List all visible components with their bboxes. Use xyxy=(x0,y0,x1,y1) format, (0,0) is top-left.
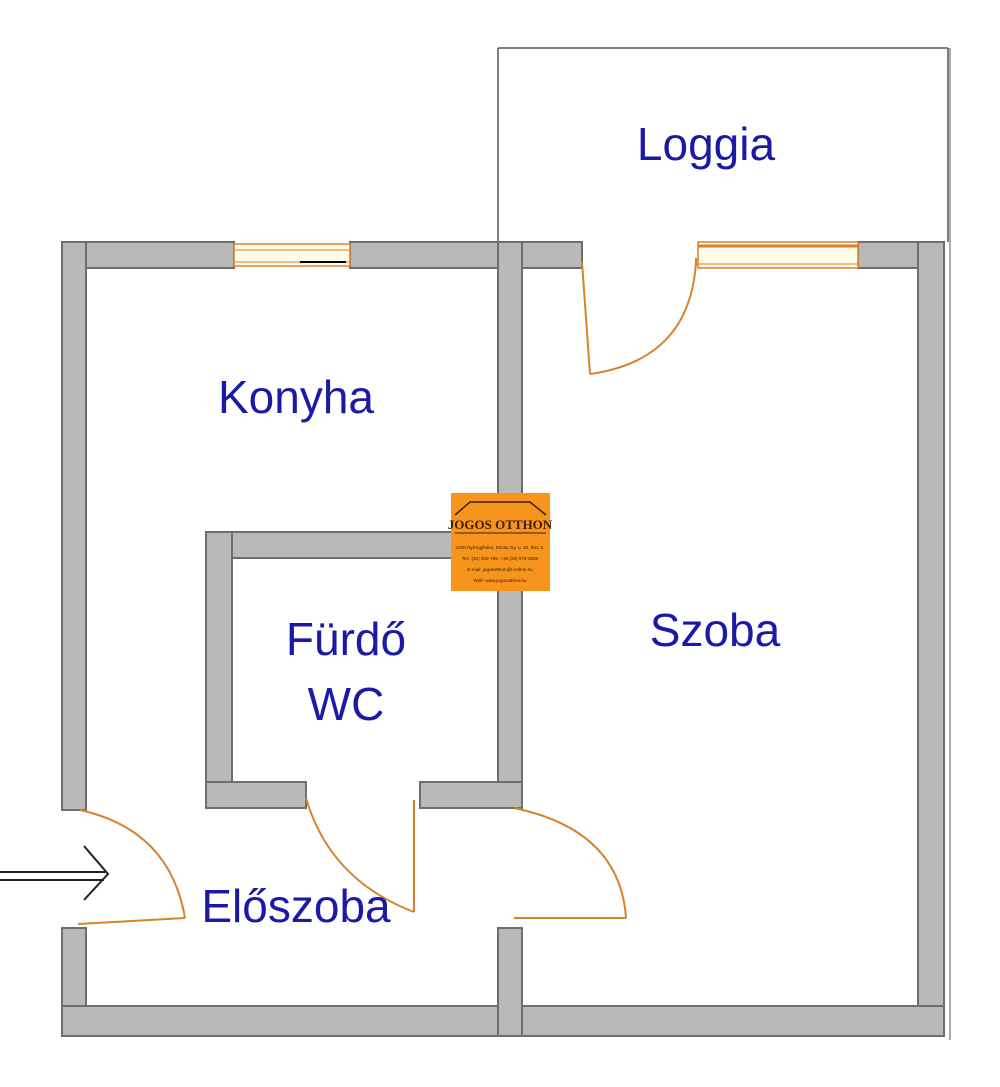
logo-email: E-mail: jogosotthon@t-online.hu xyxy=(467,567,533,572)
wall-top-mid xyxy=(349,241,583,269)
wall-right xyxy=(917,241,945,1037)
wall-left-upper xyxy=(61,241,87,811)
logo-web: Web: www.jogosotthon.hu xyxy=(473,578,526,583)
room-label-wc: WC xyxy=(308,678,385,730)
wall-bath-left xyxy=(205,531,233,809)
house-roof-icon xyxy=(454,501,547,516)
room-label-szoba: Szoba xyxy=(650,604,781,656)
doors xyxy=(77,258,697,925)
room-label-loggia: Loggia xyxy=(637,118,776,170)
wall-divider-lower xyxy=(497,927,523,1037)
walls xyxy=(61,241,945,1037)
wall-top-left xyxy=(61,241,235,269)
room-label-konyha: Konyha xyxy=(218,371,374,423)
loggia-outline xyxy=(497,47,951,1040)
room-label-eloszoba: Előszoba xyxy=(201,880,391,932)
logo-address: 4400 Nyíregyháza, Dózsa Gy. u. 10. fszt.… xyxy=(456,545,545,550)
room-label-furdo: Fürdő xyxy=(286,613,406,665)
logo-phone: Tel.: (42) 403-799, +36 (20) 973-3060 xyxy=(462,556,539,561)
wall-bath-bottom-right xyxy=(419,781,523,809)
wall-bath-bottom-left xyxy=(205,781,307,809)
entrance-arrow-icon xyxy=(0,845,110,901)
agency-logo: JOGOS OTTHON 4400 Nyíregyháza, Dózsa Gy.… xyxy=(448,493,553,591)
windows xyxy=(233,241,859,269)
logo-title: JOGOS OTTHON xyxy=(448,517,553,532)
